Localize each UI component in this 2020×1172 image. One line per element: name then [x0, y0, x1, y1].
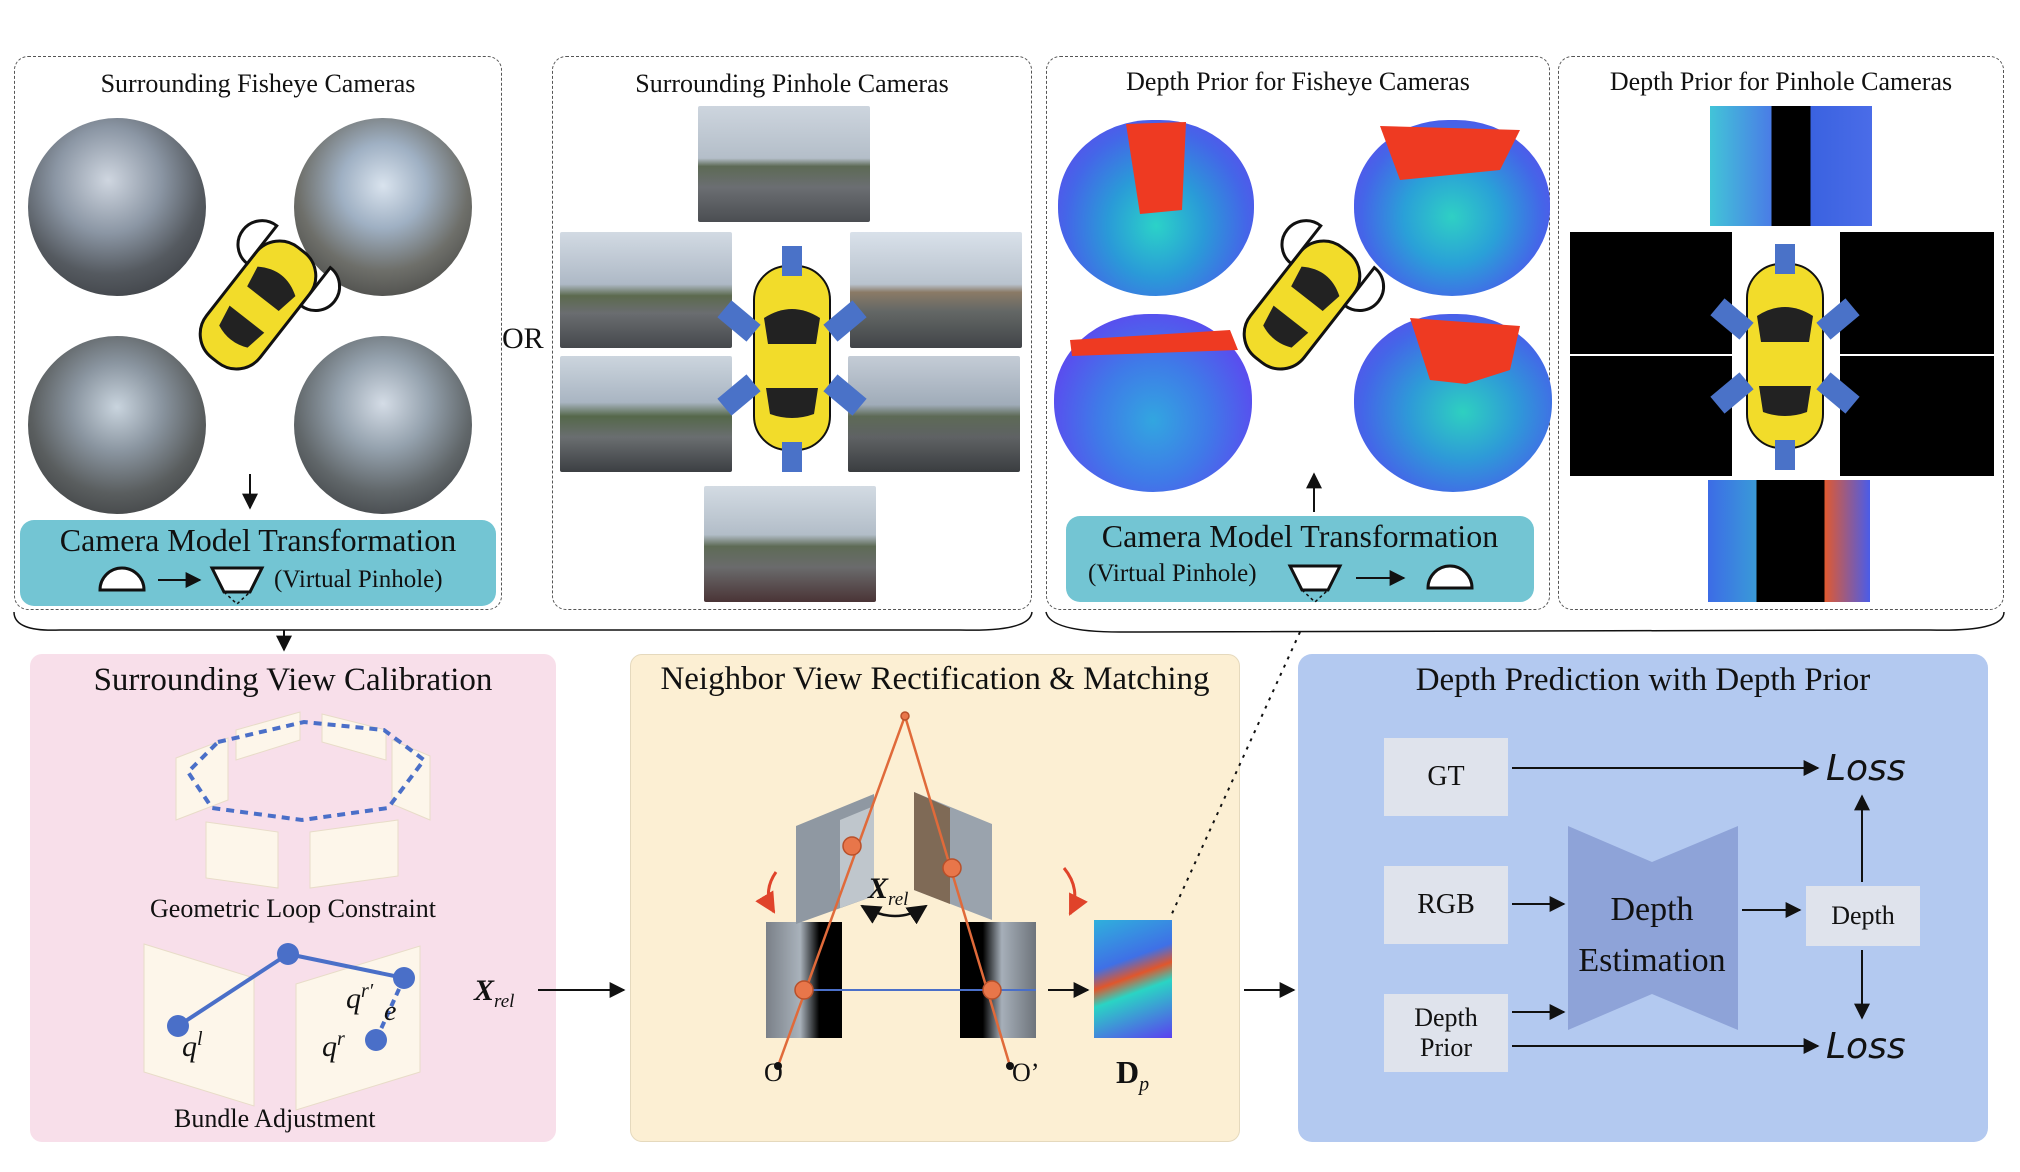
label-xrel-rect-main: X: [868, 872, 889, 905]
label-ql-base: q: [182, 1030, 197, 1063]
rectification-image-right-tilted: [914, 792, 992, 920]
depth-prior-box: Depth Prior: [1384, 994, 1508, 1072]
depth-prior-map: [1094, 920, 1172, 1038]
label-e: e: [384, 996, 397, 1027]
label-xrel-rect: Xrel: [868, 872, 908, 911]
gt-box: GT: [1384, 738, 1508, 816]
pinhole-icon-right: [1287, 564, 1343, 604]
camera-model-transform-left-sub: (Virtual Pinhole): [274, 566, 443, 593]
fisheye-panel-title: Surrounding Fisheye Cameras: [100, 69, 416, 98]
camera-model-transform-right-sub: (Virtual Pinhole): [1088, 560, 1257, 587]
fisheye-image-front-right: [294, 118, 472, 296]
label-dp-main: D: [1116, 1054, 1140, 1090]
epipolar-points: [794, 711, 1002, 1000]
pinhole-image-front-right: [850, 232, 1022, 348]
label-o-prime: O’: [1012, 1058, 1040, 1087]
depth-pinhole-left-block: [1570, 232, 1732, 354]
pinhole-image-rear-left: [560, 356, 732, 472]
dotted-depth-prior-link: [1169, 631, 1301, 919]
label-qrp: qr′: [346, 980, 373, 1016]
brace-right: [1045, 611, 2005, 633]
depth-pinhole-right-block: [1840, 232, 1994, 354]
label-xrel-rect-sub: rel: [888, 889, 909, 910]
car-icon-depth-pinhole: [1710, 244, 1860, 470]
rgb-box: RGB: [1384, 866, 1508, 944]
loss-bottom-label: Loss: [1826, 1026, 1906, 1067]
depth-estimation-label: Depth Estimation: [1578, 891, 1726, 979]
depth-red-region-1: [1126, 122, 1186, 214]
depth-prediction-title: Depth Prediction with Depth Prior: [1415, 662, 1871, 698]
label-dp: Dp: [1116, 1054, 1149, 1096]
pinhole-image-front: [698, 106, 870, 222]
rectification-title: Neighbor View Rectification & Matching: [660, 661, 1210, 697]
label-qr-sup: r: [337, 1028, 345, 1050]
fisheye-image-rear-left: [28, 336, 206, 514]
calibration-title: Surrounding View Calibration: [93, 662, 493, 698]
red-curve-arrow-left: [755, 871, 778, 914]
bundle-adjustment-diagram: [143, 943, 421, 1111]
fisheye-lens-icon-right: [1426, 564, 1474, 590]
depth-prior-label: Depth Prior: [1414, 1003, 1478, 1062]
camera-model-transform-right-title: Camera Model Transformation: [1101, 518, 1499, 554]
depth-pinhole-left-block-lower: [1570, 356, 1732, 476]
car-icon-pinhole: [717, 246, 867, 472]
depth-estimation-shape: [1568, 826, 1738, 1030]
depth-red-region-3: [1070, 330, 1238, 356]
brace-left: [13, 611, 1033, 631]
red-curve-arrow-right: [1062, 867, 1088, 916]
pinhole-image-rear-right: [848, 356, 1020, 472]
label-ql: ql: [182, 1028, 203, 1064]
label-qr-base: q: [322, 1030, 337, 1063]
geometric-loop-label: Geometric Loop Constraint: [150, 894, 436, 923]
bundle-adjustment-rays: [176, 952, 406, 1041]
epipolar-rays: [776, 715, 1012, 1067]
depth-pinhole-panel-title: Depth Prior for Pinhole Cameras: [1609, 67, 1953, 96]
depth-output-box: Depth: [1806, 886, 1920, 946]
camera-model-transform-left: Camera Model Transformation (Virtual Pin…: [20, 520, 496, 606]
bundle-adjustment-points: [167, 943, 415, 1051]
label-qrp-sup: r′: [361, 980, 374, 1002]
rotation-arrow-xrel: [860, 904, 928, 925]
label-qrp-base: q: [346, 982, 361, 1015]
depth-red-region-2: [1380, 126, 1520, 180]
label-ql-sup: l: [197, 1028, 203, 1050]
camera-center-o: [774, 1062, 782, 1070]
camera-model-transform-left-title: Camera Model Transformation: [59, 522, 457, 558]
pinhole-panel-title: Surrounding Pinhole Cameras: [635, 69, 949, 98]
loss-top-label: Loss: [1826, 748, 1906, 789]
fisheye-image-rear-right: [294, 336, 472, 514]
label-qr: qr: [322, 1028, 345, 1064]
fisheye-lens-icon-left: [98, 566, 146, 592]
car-icon-depth-fisheye: [1242, 219, 1385, 371]
rectification-image-left-tilted: [796, 794, 874, 924]
depth-pinhole-front: [1710, 106, 1872, 226]
pinhole-image-rear: [704, 486, 876, 602]
depth-pinhole-rear: [1708, 480, 1870, 602]
rectified-image-left: [766, 922, 842, 1038]
loop-polygon: [185, 719, 427, 823]
or-label: OR: [502, 322, 544, 355]
camera-center-o-prime: [1006, 1062, 1014, 1070]
label-xrel-between: Xrel: [474, 974, 514, 1013]
bundle-adjustment-label: Bundle Adjustment: [174, 1104, 376, 1133]
pinhole-image-front-left: [560, 232, 732, 348]
fisheye-image-front-left: [28, 118, 206, 296]
depth-red-region-4: [1410, 318, 1520, 384]
label-xrel-between-main: X: [474, 974, 495, 1007]
label-o: O: [764, 1058, 783, 1087]
depth-pinhole-right-block-lower: [1840, 356, 1994, 476]
label-dp-sub: p: [1139, 1073, 1150, 1096]
label-xrel-between-sub: rel: [494, 991, 515, 1012]
depth-fisheye-panel-title: Depth Prior for Fisheye Cameras: [1126, 67, 1470, 96]
pinhole-icon-left: [209, 566, 265, 606]
geometric-loop-diagram: [175, 711, 431, 889]
car-icon-fisheye: [198, 219, 341, 371]
